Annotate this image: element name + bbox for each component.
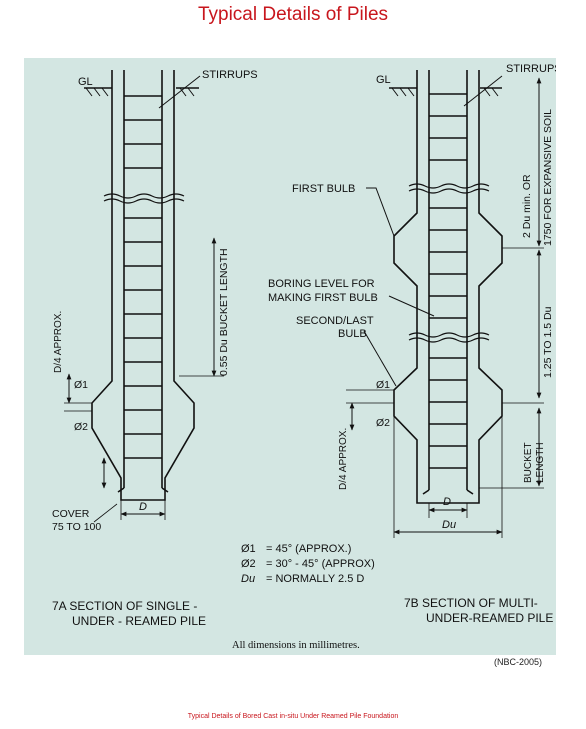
- right-d-label: D: [443, 496, 451, 508]
- single-under-reamed-pile: [64, 70, 224, 523]
- standard-reference: (NBC-2005): [494, 657, 543, 667]
- left-d-label: D: [139, 501, 147, 513]
- bucket-length-label: 0.55 Du BUCKET LENGTH: [218, 248, 230, 376]
- legend-phi2-value: = 30° - 45° (APPROX): [266, 558, 375, 570]
- right-d4-label: D/4 APPROX.: [338, 428, 349, 490]
- section-7b-subtitle: UNDER-REAMED PILE: [426, 611, 553, 625]
- boring-level-label: BORING LEVEL FOR: [268, 278, 375, 290]
- right-phi2-label: Ø2: [376, 417, 390, 429]
- section-7a-subtitle: UNDER - REAMED PILE: [72, 614, 206, 628]
- section-7b-title: 7B SECTION OF MULTI-: [404, 596, 538, 610]
- pile-details-figure: GL STIRRUPS 0.55 Du BUCKET LENGTH D/4 AP…: [24, 58, 556, 655]
- right-du-label: Du: [442, 519, 456, 531]
- angle-legend: Ø1 = 45° (APPROX.) Ø2 = 30° - 45° (APPRO…: [241, 543, 375, 585]
- left-d4-label: D/4 APPROX.: [53, 311, 64, 373]
- right-length-label: LENGTH: [535, 442, 546, 483]
- pile-diagram: GL STIRRUPS 0.55 Du BUCKET LENGTH D/4 AP…: [52, 63, 556, 651]
- stirrups-left: [124, 95, 162, 459]
- left-phi2-label: Ø2: [74, 421, 88, 433]
- bulb-spacing-label: 1.25 TO 1.5 Du: [542, 306, 554, 378]
- legend-phi1-value: = 45° (APPROX.): [266, 543, 351, 555]
- second-bulb-label: SECOND/LAST: [296, 315, 374, 327]
- right-bucket-label: BUCKET: [523, 442, 534, 483]
- cover-value: 75 TO 100: [52, 521, 101, 533]
- top-spacing-label: 2 Du min. OR: [521, 174, 533, 238]
- left-phi1-label: Ø1: [74, 379, 88, 391]
- left-stirrups-label: STIRRUPS: [202, 69, 258, 81]
- legend-phi2-symbol: Ø2: [241, 558, 256, 570]
- left-gl-label: GL: [78, 76, 93, 88]
- legend-du-symbol: Du: [241, 573, 255, 585]
- legend-phi1-symbol: Ø1: [241, 543, 256, 555]
- stirrups-right: [429, 93, 467, 469]
- first-bulb-label: FIRST BULB: [292, 183, 355, 195]
- cover-label: COVER: [52, 508, 90, 520]
- right-phi1-label: Ø1: [376, 379, 390, 391]
- top-spacing-label-2: 1750 FOR EXPANSIVE SOIL: [542, 109, 554, 246]
- right-stirrups-label: STIRRUPS: [506, 63, 556, 75]
- page-title: Typical Details of Piles: [197, 4, 389, 25]
- boring-level-label-2: MAKING FIRST BULB: [268, 292, 378, 304]
- second-bulb-label-2: BULB: [338, 328, 367, 340]
- multi-under-reamed-pile: [346, 70, 544, 538]
- section-7a-title: 7A SECTION OF SINGLE -: [52, 599, 197, 613]
- legend-du-value: = NORMALLY 2.5 D: [266, 573, 364, 585]
- right-gl-label: GL: [376, 74, 391, 86]
- dimensions-note: All dimensions in millimetres.: [232, 640, 360, 651]
- figure-caption: Typical Details of Bored Cast in-situ Un…: [187, 713, 399, 720]
